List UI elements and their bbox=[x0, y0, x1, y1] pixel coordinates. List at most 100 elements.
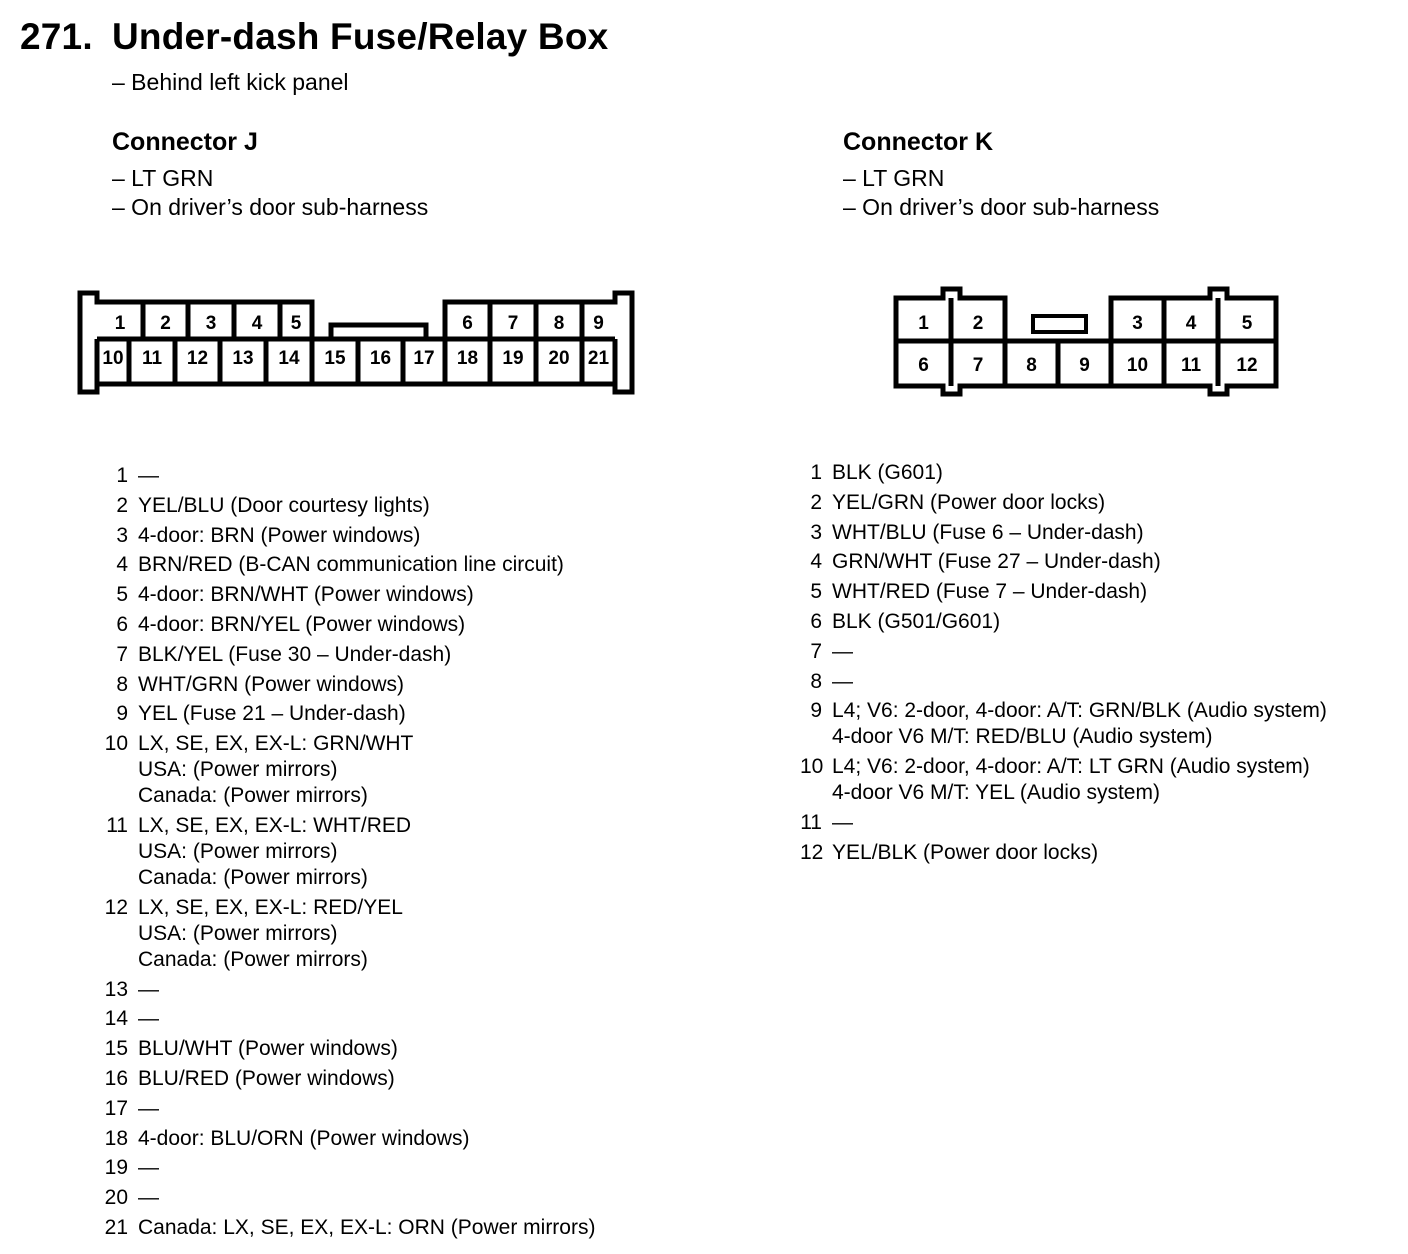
connector-j-pin-number: 1 bbox=[116, 464, 128, 487]
connector-k-pin-description-line: — bbox=[832, 639, 853, 663]
connector-k-pin-number: 11 bbox=[800, 810, 822, 834]
connector-j-pin-number: 14 bbox=[104, 1007, 128, 1031]
connector-j-pin-description-line: USA: (Power mirrors) bbox=[138, 758, 338, 782]
connector-k-pin-description-line: BLK (G501/G601) bbox=[832, 609, 1001, 633]
connector-j-pin-description: — bbox=[128, 977, 159, 1003]
connector-j-cavity-label: 9 bbox=[593, 313, 604, 334]
connector-j-pin-row: 16 BLU/RED (Power windows) bbox=[100, 1066, 595, 1092]
connector-j-cavity-label: 13 bbox=[232, 348, 253, 369]
connector-j-pin-description: BRN/RED (B-CAN communication line circui… bbox=[128, 552, 564, 578]
connector-k-pin-number: 6 bbox=[810, 609, 822, 633]
connector-k-pin-description-line: — bbox=[832, 669, 853, 693]
connector-j-pin-description-line: — bbox=[138, 464, 159, 487]
connector-k-pin-description: — bbox=[822, 639, 853, 665]
connector-j-pin-row: 9 YEL (Fuse 21 – Under-dash) bbox=[100, 701, 595, 727]
connector-k-pin-description: — bbox=[822, 810, 853, 836]
connector-j-pin-description-line: — bbox=[138, 1156, 159, 1180]
connector-j-pin-number: 9 bbox=[116, 702, 128, 726]
connector-j-location: – On driver’s door sub-harness bbox=[112, 194, 429, 220]
connector-k-pin-description-line: YEL/BLK (Power door locks) bbox=[832, 840, 1099, 864]
connector-k-pin-number: 10 bbox=[800, 755, 824, 779]
connector-k-pin-number: 7 bbox=[810, 639, 822, 663]
connector-j-cavity-label: 17 bbox=[413, 348, 434, 369]
connector-j-pin-number: 16 bbox=[104, 1066, 128, 1090]
section-number: 271. bbox=[20, 16, 93, 57]
connector-j-pin-row: 19 — bbox=[100, 1155, 595, 1181]
connector-j-pin-description-line: YEL (Fuse 21 – Under-dash) bbox=[138, 702, 406, 726]
connector-j-pin-description: WHT/GRN (Power windows) bbox=[128, 672, 404, 698]
connector-j-pin-number: 2 bbox=[116, 493, 128, 517]
connector-j-pin-description: YEL/BLU (Door courtesy lights) bbox=[128, 493, 430, 519]
connector-j-cavity-label: 20 bbox=[548, 348, 569, 369]
connector-k-pin-description: BLK (G501/G601) bbox=[822, 609, 1000, 635]
connector-j-pin-description-line: BLK/YEL (Fuse 30 – Under-dash) bbox=[138, 642, 452, 666]
connector-j-pin-description-line: — bbox=[138, 1007, 159, 1031]
connector-j-cavity-label: 15 bbox=[324, 348, 346, 369]
connector-k-pin-number: 1 bbox=[810, 461, 822, 484]
connector-k-pin-description: L4; V6: 2-door, 4-door: A/T: LT GRN (Aud… bbox=[822, 754, 1310, 806]
connector-k-cavity-label: 2 bbox=[973, 313, 984, 334]
connector-k-cavity-label: 6 bbox=[918, 355, 929, 376]
connector-j-pin-description: YEL (Fuse 21 – Under-dash) bbox=[128, 701, 406, 727]
connector-j-pin-row: 2 YEL/BLU (Door courtesy lights) bbox=[100, 493, 595, 519]
connector-j-pin-description-line: WHT/GRN (Power windows) bbox=[138, 672, 405, 696]
connector-j-pin-description: BLK/YEL (Fuse 30 – Under-dash) bbox=[128, 642, 451, 668]
connector-k-cavity-label: 9 bbox=[1079, 355, 1090, 376]
connector-k-pin-row: 1 BLK (G601) bbox=[800, 460, 1327, 486]
connector-j-pin-number: 3 bbox=[116, 523, 128, 547]
connector-k-pin-number: 8 bbox=[810, 669, 822, 693]
connector-j-pin-row: 14 — bbox=[100, 1006, 595, 1032]
connector-j-pin-description-line: — bbox=[138, 1186, 159, 1210]
connector-j-pin-number: 13 bbox=[104, 977, 128, 1001]
connector-j-pin-row: 13— bbox=[100, 977, 595, 1003]
connector-k-pin-description-line: 4-door V6 M/T: YEL (Audio system) bbox=[832, 781, 1160, 805]
connector-j-pin-number: 18 bbox=[104, 1126, 128, 1150]
connector-k-cavity-label: 1 bbox=[918, 313, 929, 334]
section-title: Under-dash Fuse/Relay Box bbox=[112, 16, 609, 57]
connector-j-pin-description: — bbox=[128, 1006, 159, 1032]
connector-j-pin-description: — bbox=[128, 1185, 159, 1211]
connector-j-pin-number: 6 bbox=[116, 612, 128, 636]
connector-j-pin-description-line: 4-door: BRN/YEL (Power windows) bbox=[138, 612, 466, 636]
connector-k-pin-row: 11— bbox=[800, 810, 1327, 836]
connector-k-pin-description: BLK (G601) bbox=[822, 460, 943, 486]
connector-k-cavity-label: 5 bbox=[1242, 313, 1253, 334]
connector-j-pin-number: 10 bbox=[104, 732, 128, 756]
connector-j-pin-number: 19 bbox=[104, 1156, 128, 1180]
connector-j-pin-description: 4-door: BRN (Power windows) bbox=[128, 523, 420, 549]
connector-j-cavity-label: 6 bbox=[462, 313, 473, 334]
connector-k-pin-description-line: YEL/GRN (Power door locks) bbox=[832, 490, 1106, 514]
connector-j-cavity-label: 7 bbox=[508, 313, 519, 334]
connector-j-cavity-label: 10 bbox=[102, 348, 123, 369]
connector-j-cavity-label: 14 bbox=[278, 348, 300, 369]
connector-j-pin-description-line: BLU/RED (Power windows) bbox=[138, 1066, 395, 1090]
connector-j-cavity-label: 18 bbox=[457, 348, 478, 369]
connector-j-cavity-label: 5 bbox=[291, 313, 302, 334]
connector-k-pin-description: L4; V6: 2-door, 4-door: A/T: GRN/BLK (Au… bbox=[822, 698, 1327, 750]
connector-j-cavity-label: 16 bbox=[370, 348, 391, 369]
connector-k-pin-description-line: BLK (G601) bbox=[832, 461, 943, 484]
connector-j-pin-description-line: YEL/BLU (Door courtesy lights) bbox=[138, 493, 430, 517]
connector-j-pin-description-line: LX, SE, EX, EX-L: GRN/WHT bbox=[138, 732, 414, 756]
connector-j-pin-number: 20 bbox=[104, 1186, 128, 1210]
connector-k-cavity-label: 3 bbox=[1132, 313, 1143, 334]
connector-k-pin-description-line: L4; V6: 2-door, 4-door: A/T: LT GRN (Aud… bbox=[832, 755, 1310, 779]
page-subtitle: – Behind left kick panel bbox=[112, 69, 349, 95]
connector-j-pin-row: 6 4-door: BRN/YEL (Power windows) bbox=[100, 612, 595, 638]
connector-j-pin-description-line: LX, SE, EX, EX-L: RED/YEL bbox=[138, 895, 403, 919]
connector-j-pin-row: 20 — bbox=[100, 1185, 595, 1211]
connector-k-pin-description-line: GRN/WHT (Fuse 27 – Under-dash) bbox=[832, 550, 1161, 574]
connector-j-cavity-label: 2 bbox=[160, 313, 171, 334]
connector-k-pin-number: 2 bbox=[810, 490, 822, 514]
connector-k-color: – LT GRN bbox=[843, 165, 945, 191]
connector-j-pin-description: 4-door: BRN/YEL (Power windows) bbox=[128, 612, 465, 638]
